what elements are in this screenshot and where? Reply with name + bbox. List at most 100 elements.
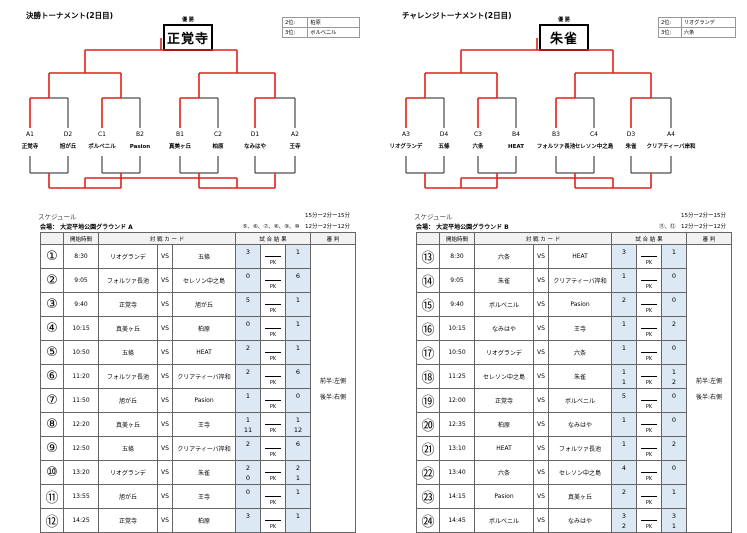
team-name: 王寺 [289, 142, 301, 150]
home-team: Pasion [474, 484, 534, 509]
away-team: HEAT [548, 244, 612, 269]
vs-label: VS [533, 292, 549, 317]
match-number: ⑭ [416, 268, 440, 293]
vs-label: VS [533, 508, 549, 533]
vs-label: VS [157, 484, 173, 509]
vs-label: VS [157, 316, 173, 341]
vs-label: VS [157, 388, 173, 413]
team-name: 正覚寺 [22, 142, 39, 150]
slot-label: D4 [440, 131, 449, 138]
match-number: ㉓ [416, 484, 440, 509]
column-header: 審 判 [310, 232, 356, 245]
slot-label: D2 [64, 131, 73, 138]
away-team: 六条 [548, 340, 612, 365]
start-time: 12:35 [439, 412, 475, 437]
away-team: クリアティーバ岸和 [172, 436, 236, 461]
start-time: 13:20 [63, 460, 99, 485]
match-number: ⑬ [416, 244, 440, 269]
match-number: ⑫ [40, 508, 64, 533]
match-number: ⑧ [40, 412, 64, 437]
home-score: 2 [235, 436, 261, 461]
match-number: ㉒ [416, 460, 440, 485]
home-score: 3 [235, 244, 261, 269]
pk-cell: PK [636, 364, 662, 389]
home-score: 1 [611, 316, 637, 341]
home-team: 六条 [474, 244, 534, 269]
slot-label: B1 [176, 131, 184, 138]
start-time: 14:45 [439, 508, 475, 533]
pk-cell: PK [636, 460, 662, 485]
slot-label: C1 [98, 131, 106, 138]
home-team: 旭が丘 [98, 484, 158, 509]
away-team: 旭が丘 [172, 292, 236, 317]
away-score: 0 [661, 268, 687, 293]
start-time: 11:25 [439, 364, 475, 389]
slot-label: B4 [512, 131, 520, 138]
home-team: 五條 [98, 436, 158, 461]
home-score: 3 [611, 244, 637, 269]
start-time: 11:20 [63, 364, 99, 389]
home-score: 2 [611, 292, 637, 317]
away-team: 王寺 [172, 412, 236, 437]
team-name: Pasion [130, 144, 151, 150]
home-team: HEAT [474, 436, 534, 461]
away-team: 真美ヶ丘 [548, 484, 612, 509]
away-team: なみはや [548, 412, 612, 437]
tournament-bracket: A3リオグランデD4五條C3六条B4HEATB3フォルツァ長池C4セレソン中之島… [390, 38, 696, 189]
vs-label: VS [157, 460, 173, 485]
start-time: 14:15 [439, 484, 475, 509]
team-name: HEAT [508, 144, 524, 150]
vs-label: VS [157, 436, 173, 461]
away-score: 2 [661, 316, 687, 341]
home-team: 柏原 [474, 412, 534, 437]
panel-title: チャレンジトーナメント(2日目) [402, 11, 512, 20]
home-team: フォルツァ長池 [98, 364, 158, 389]
match-number: ⑱ [416, 364, 440, 389]
pk-cell: PK [260, 292, 286, 317]
pk-cell: PK [636, 244, 662, 269]
column-header: 試 合 結 果 [611, 232, 687, 245]
match-number: ⑰ [416, 340, 440, 365]
match-number: ② [40, 268, 64, 293]
team-name: 五條 [438, 142, 450, 150]
num-header [40, 232, 64, 245]
team-name: 朱雀 [625, 142, 637, 150]
start-time: 9:40 [63, 292, 99, 317]
team-name: 柏原 [212, 142, 224, 150]
champion-header: 優 勝 [558, 17, 570, 23]
vs-label: VS [533, 412, 549, 437]
away-score: 2 [661, 436, 687, 461]
start-time: 9:05 [439, 268, 475, 293]
away-team: フォルツァ長池 [548, 436, 612, 461]
team-name: クリアティーバ岸和 [646, 142, 696, 150]
away-score: 0 [285, 388, 311, 413]
slot-label: B3 [552, 131, 560, 138]
away-score: 6 [285, 436, 311, 461]
match-number: ⑤ [40, 340, 64, 365]
pk-cell: PK [260, 436, 286, 461]
vs-label: VS [533, 460, 549, 485]
start-time: 14:25 [63, 508, 99, 533]
away-team: 王寺 [172, 484, 236, 509]
start-time: 8:30 [439, 244, 475, 269]
vs-label: VS [157, 412, 173, 437]
pk-cell: PK [260, 364, 286, 389]
away-team: 朱雀 [172, 460, 236, 485]
start-time: 13:40 [439, 460, 475, 485]
home-score: 0 [235, 316, 261, 341]
away-team: クリアティーバ岸和 [172, 364, 236, 389]
rank-team: 六条 [680, 27, 737, 38]
match-number: ⑩ [40, 460, 64, 485]
